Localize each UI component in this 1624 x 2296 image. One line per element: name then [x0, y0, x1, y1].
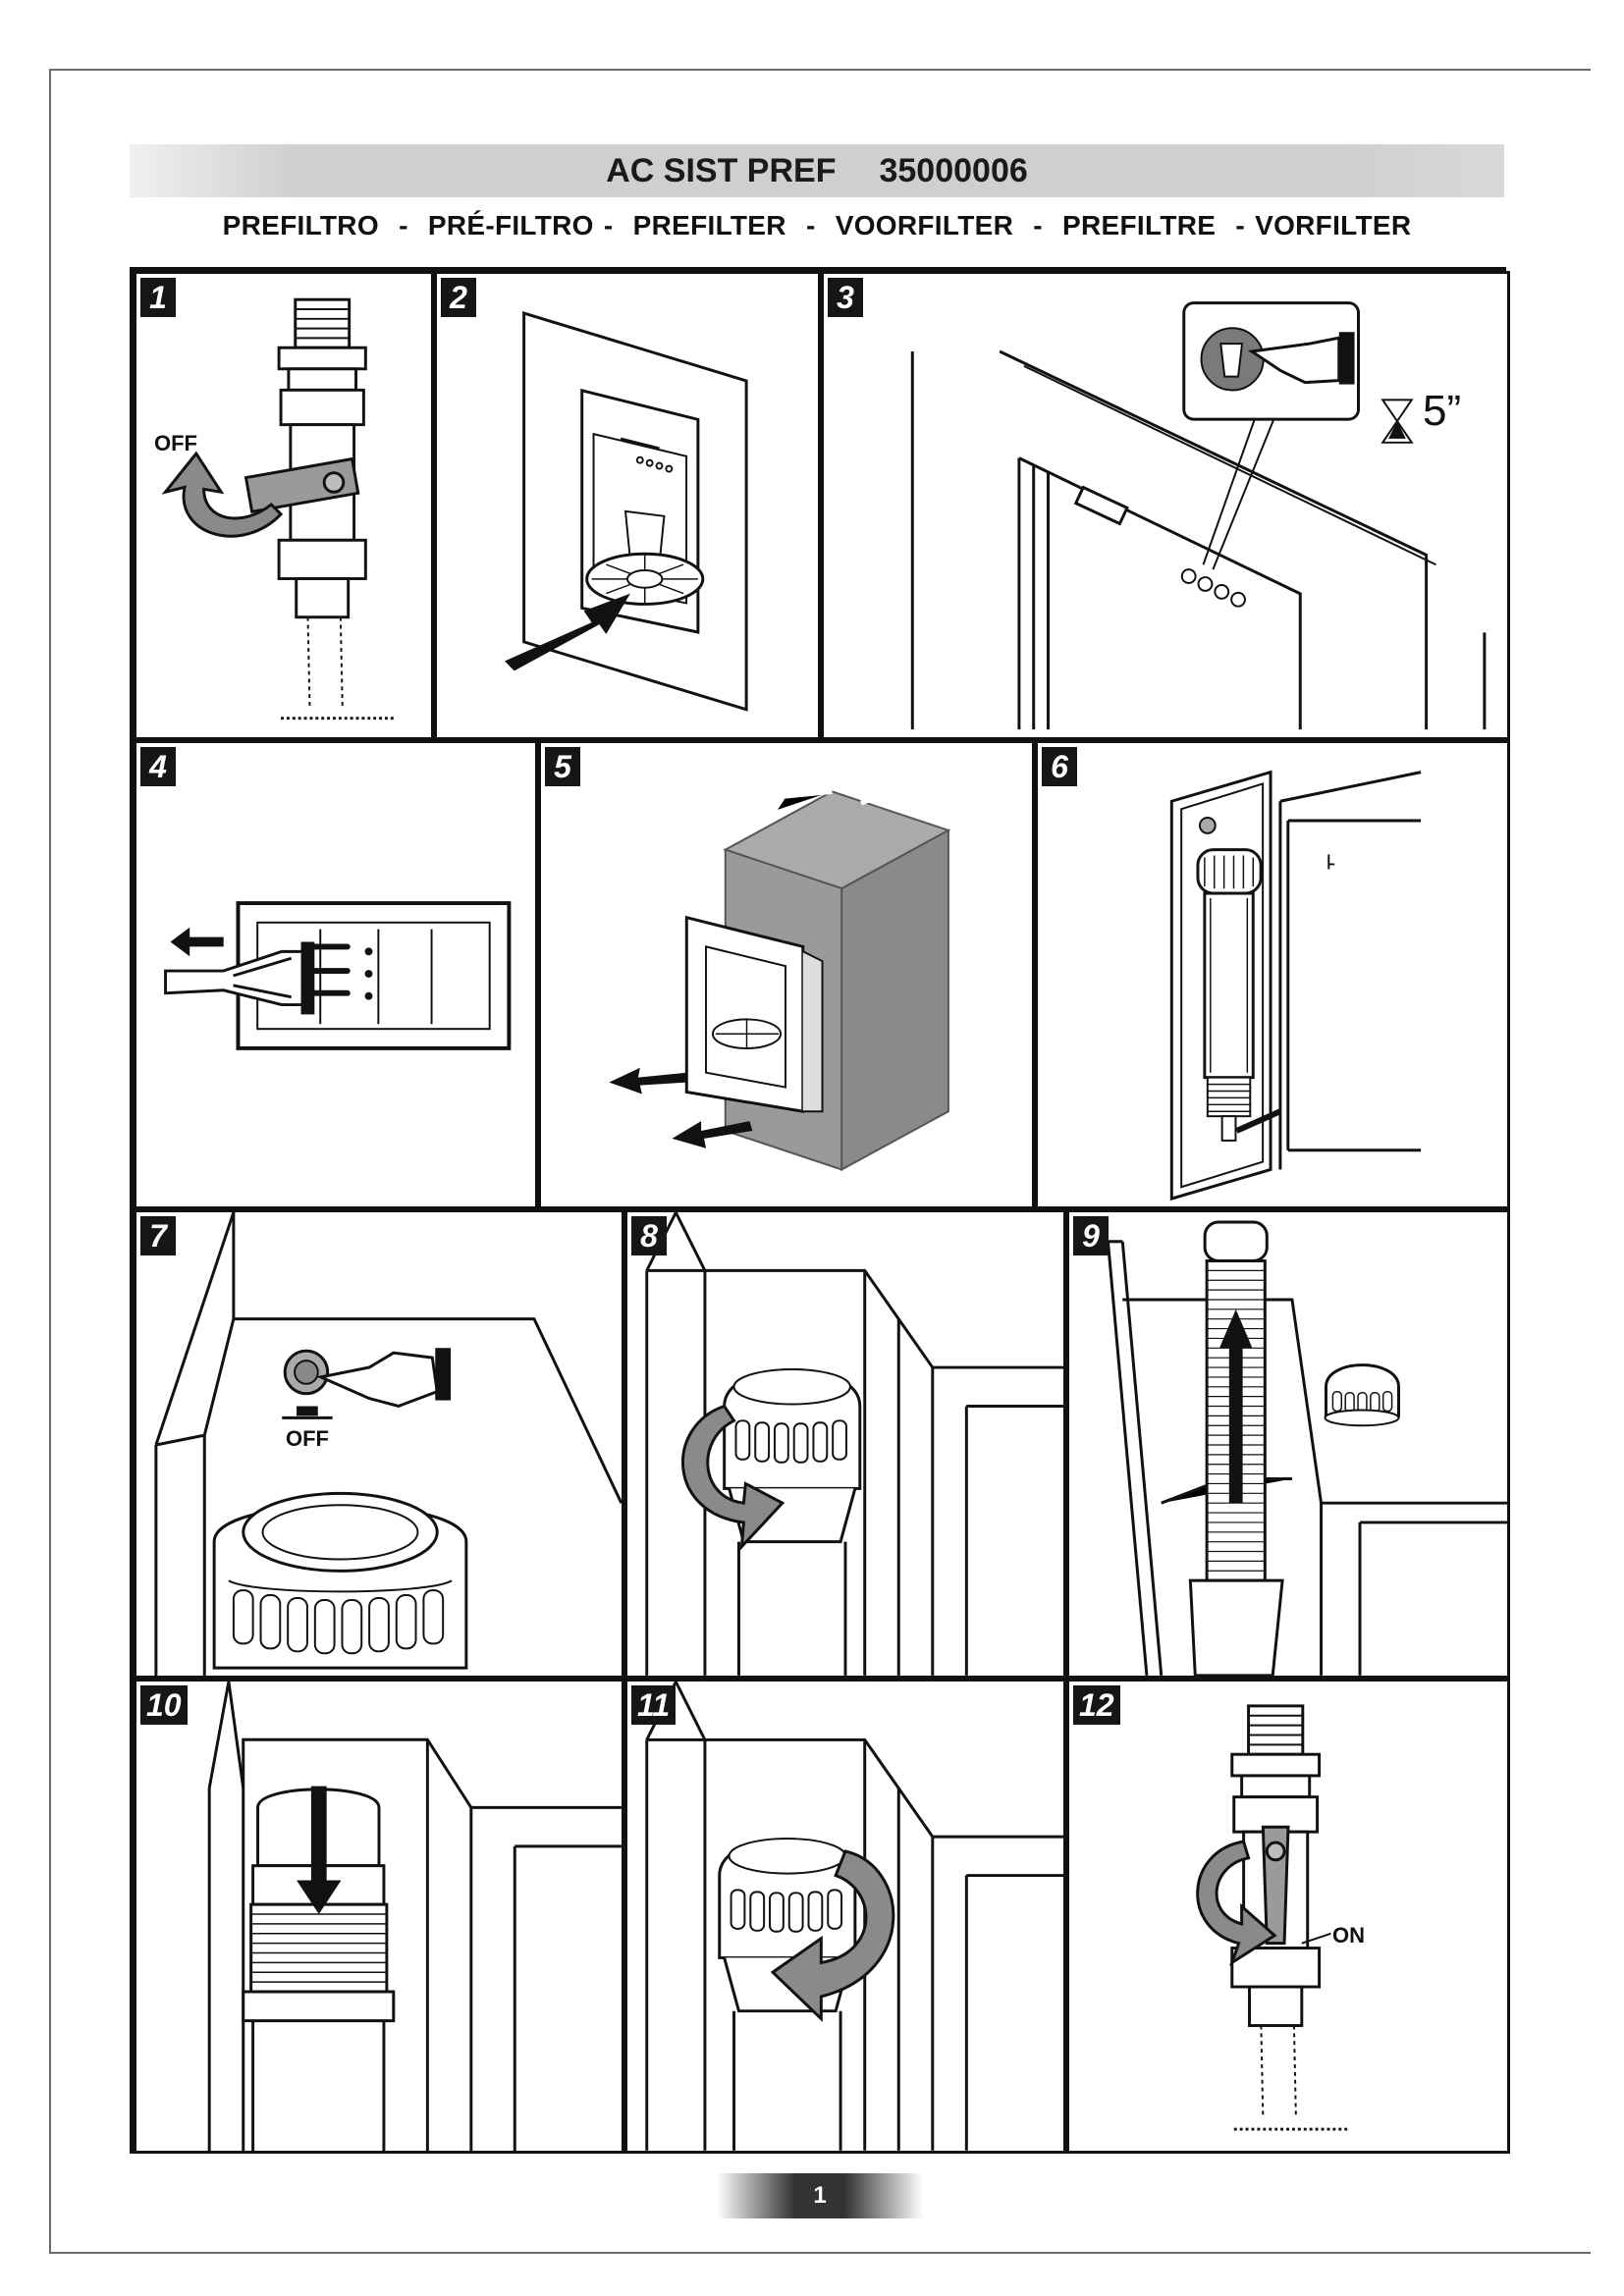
unplug-connector-illustration [164, 901, 512, 1050]
valve-closing-illustration [161, 297, 397, 721]
screw-cap-illustration [645, 1682, 1063, 2151]
document-title: AC SIST PREF [606, 151, 837, 189]
unscrew-cap-illustration [645, 1212, 1063, 1676]
step-number-1: 1 [140, 278, 176, 317]
insert-filter-illustration [207, 1682, 622, 2151]
step-panel-1: 1 OFF [134, 271, 434, 740]
step-number-9: 9 [1073, 1216, 1109, 1255]
frame-bottom-line [49, 2252, 1591, 2254]
step-number-7: 7 [140, 1216, 176, 1255]
title-bar: AC SIST PREF 35000006 [130, 144, 1504, 197]
press-off-button-illustration [154, 1212, 622, 1676]
step-panel-12: 12 ON [1066, 1679, 1510, 2154]
valve-off-label: OFF [154, 431, 197, 455]
step-panel-3: 3 5” [821, 271, 1510, 740]
hold-time-text: 5” [1423, 387, 1462, 435]
page-number-badge: 1 [717, 2173, 923, 2218]
step-number-10: 10 [140, 1685, 188, 1725]
document-code: 35000006 [879, 151, 1028, 189]
dispenser-front-illustration [504, 311, 748, 712]
remove-dispenser-illustration [609, 788, 951, 1172]
step-number-11: 11 [631, 1685, 677, 1725]
step-panel-6: 6 [1035, 740, 1510, 1209]
step-number-4: 4 [140, 747, 176, 786]
step-number-8: 8 [631, 1216, 667, 1255]
step-panel-2: 2 [434, 271, 821, 740]
steps-grid: 1 OFF 2 [130, 267, 1510, 2154]
page-number: 1 [813, 2182, 827, 2209]
step-panel-4: 4 [134, 740, 538, 1209]
frame-left-line [49, 69, 51, 2253]
off-button-label: OFF [286, 1426, 329, 1451]
remove-filter-illustration [1106, 1220, 1507, 1676]
subtitle-languages: PREFILTRO - PRÉ-FILTRO - PREFILTER - VOO… [222, 210, 1412, 240]
control-panel-press-illustration [910, 301, 1487, 730]
valve-opening-illustration [1196, 1704, 1351, 2131]
step-number-3: 3 [828, 278, 863, 317]
step-panel-5: 5 [538, 740, 1035, 1209]
step-panel-8: 8 [624, 1209, 1066, 1679]
step-number-5: 5 [545, 747, 580, 786]
step-panel-10: 10 [134, 1679, 624, 2154]
frame-top-line [49, 69, 1591, 71]
step-number-12: 12 [1073, 1685, 1120, 1725]
valve-on-label: ON [1332, 1923, 1365, 1948]
step-panel-11: 11 [624, 1679, 1066, 2154]
prefilter-cabinet-illustration [1169, 770, 1422, 1201]
step-number-6: 6 [1042, 747, 1077, 786]
step-panel-9: 9 [1066, 1209, 1510, 1679]
step-number-2: 2 [441, 278, 476, 317]
step-panel-7: 7 OFF [134, 1209, 624, 1679]
